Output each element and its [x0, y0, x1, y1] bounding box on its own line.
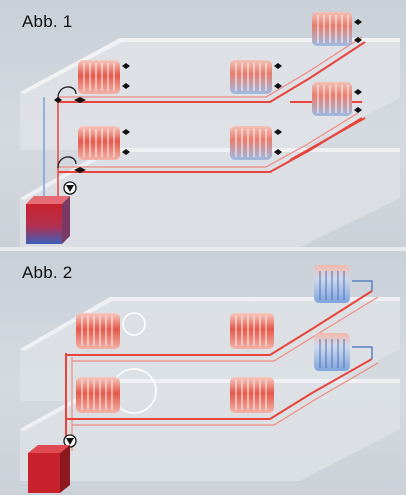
radiator-icon [230, 313, 274, 349]
radiator-icon [314, 265, 350, 303]
upper-right-return-pipe [352, 280, 373, 291]
radiator-icon [312, 12, 352, 46]
radiator-icon [76, 313, 120, 349]
pipe-loop-icon [57, 156, 77, 169]
pipe-loop-icon [57, 86, 77, 99]
boiler-icon [28, 445, 70, 493]
radiator-icon [230, 60, 272, 94]
radiator-icon [76, 377, 120, 413]
upper-floor-supply-pipe [58, 41, 366, 103]
radiator-icon [314, 333, 350, 371]
figure-2-diagram [20, 265, 400, 493]
lower-right-return-pipe [352, 346, 373, 359]
radiator-icon [78, 126, 120, 160]
lower-floor-supply-pipe [58, 117, 363, 173]
figure-1-diagram [20, 12, 400, 247]
pump-icon [63, 181, 77, 195]
lower-floor-return-pipe [72, 362, 379, 426]
radiator-icon [312, 82, 352, 116]
valve-icon [54, 19, 362, 173]
lower-floor-plate [20, 148, 400, 247]
lower-floor-return-pipe [58, 112, 359, 168]
lower-floor-supply-pipe [66, 358, 373, 420]
pump-icon [63, 434, 77, 448]
pipe-loop-icon [122, 312, 146, 336]
figure-2-panel: Abb. 2 [0, 251, 406, 495]
radiator-icon [230, 377, 274, 413]
upper-floor-return-pipe [58, 36, 363, 98]
upper-floor-return-pipe [72, 296, 379, 362]
boiler-icon [26, 196, 70, 244]
radiator-icon [230, 126, 272, 160]
radiator-icon [78, 60, 120, 94]
figure-2-label: Abb. 2 [22, 263, 73, 282]
figure-1-panel: Abb. 1 [0, 0, 406, 247]
panel-divider [0, 247, 406, 251]
upper-floor-supply-pipe [66, 290, 373, 356]
figure-1-label: Abb. 1 [22, 12, 73, 31]
